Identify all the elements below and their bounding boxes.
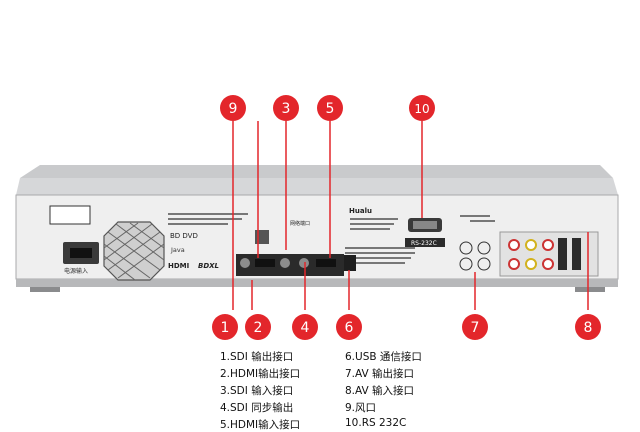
callout-circle-10 — [409, 95, 435, 121]
rs232-label: RS-232C — [411, 240, 437, 247]
sdi-box-label: 网络端口 — [290, 220, 310, 227]
callout-number-10: 10 — [414, 102, 429, 116]
callout-number-5: 5 — [326, 101, 335, 117]
fan-vent — [103, 221, 165, 281]
leader-lines — [232, 121, 589, 310]
callout-number-1: 1 — [221, 320, 230, 336]
fine-print — [168, 213, 495, 264]
callout-number-3: 3 — [282, 101, 291, 117]
power-socket — [63, 242, 99, 264]
connector-block — [236, 230, 356, 276]
callout-number-2: 2 — [254, 320, 263, 336]
rs232-port — [405, 218, 445, 247]
callout-circle-4 — [292, 314, 318, 340]
callout-circle-2 — [245, 314, 271, 340]
brand-label: Hualu — [349, 207, 372, 215]
callout-circle-3 — [273, 95, 299, 121]
callout-number-4: 4 — [301, 320, 310, 336]
callout-circle-6 — [336, 314, 362, 340]
callout-number-8: 8 — [584, 320, 593, 336]
callout-number-7: 7 — [471, 320, 480, 336]
cert-icons — [459, 241, 491, 271]
hdmi-logo: HDMI — [168, 262, 189, 270]
callout-circle-1 — [212, 314, 238, 340]
callout-number-6: 6 — [345, 320, 354, 336]
callout-markers: 1 2 3 4 5 6 7 8 9 10 — [212, 95, 601, 340]
av-panel — [499, 231, 599, 277]
callout-circle-9 — [220, 95, 246, 121]
callout-number-9: 9 — [229, 101, 238, 117]
java-logo: Java — [170, 246, 185, 254]
callout-circle-7 — [462, 314, 488, 340]
callout-circle-5 — [317, 95, 343, 121]
sticker-label — [49, 205, 91, 225]
bdxl-logo: BDXL — [198, 262, 219, 270]
power-label: 电源输入 — [64, 267, 88, 275]
callout-circle-8 — [575, 314, 601, 340]
bd-dvd-label: BD DVD — [170, 232, 198, 240]
